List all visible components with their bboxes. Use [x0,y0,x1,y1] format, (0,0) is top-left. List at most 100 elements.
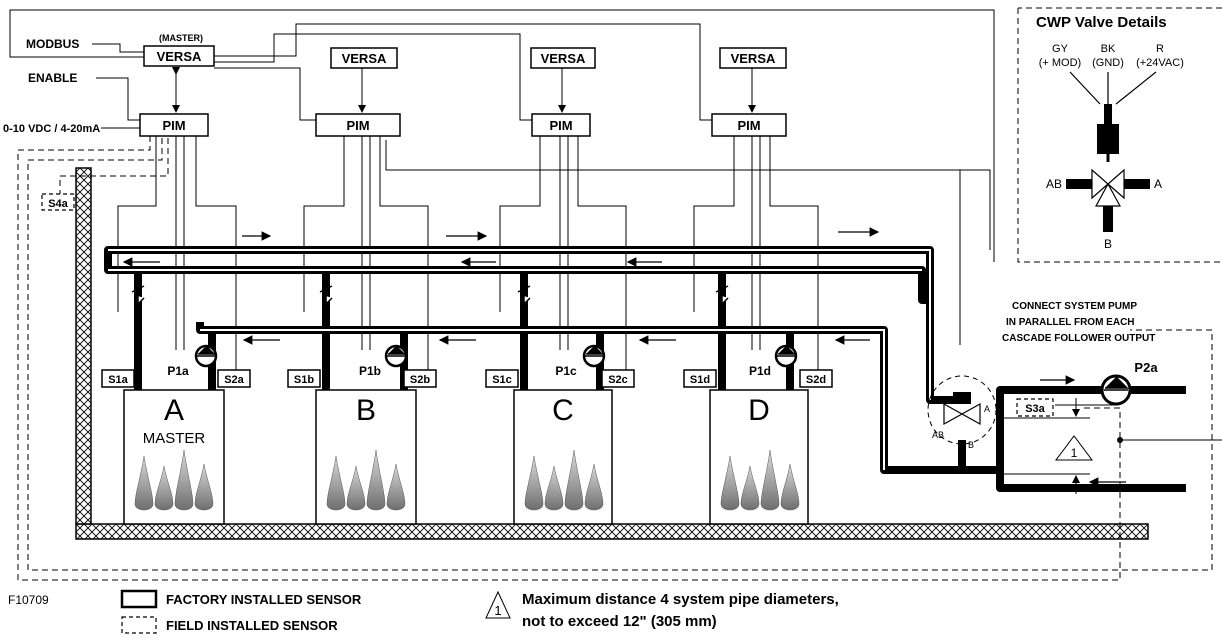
pim-d: PIM [711,113,787,137]
flame-icon [194,463,214,511]
flame-icon [366,449,386,511]
versa-b: VERSA [330,47,398,69]
wire-bk-desc: (GND) [1092,57,1124,69]
boiler-letter: B [356,394,376,427]
flame-icon [174,449,194,511]
flame-icon [134,455,154,511]
inset-port-b: B [1104,237,1112,251]
connect-note: CONNECT SYSTEM PUMP IN PARALLEL FROM EAC… [1002,301,1155,344]
boiler-letter: A [164,394,184,427]
check-valves [131,285,729,306]
valve-port-a: A [984,404,990,414]
sensor-s4a: S4a [41,193,75,211]
valve-details-inset: CWP Valve Details GY (+ MOD) BK (GND) R … [1017,7,1222,263]
flame-icon [740,465,760,511]
boiler-letter: C [552,394,574,427]
pump-p1c-icon [582,344,606,368]
inset-port-ab: AB [1046,177,1062,191]
pim-label: PIM [737,118,760,133]
sensor-s1b: S1b [294,374,314,386]
pim-label: PIM [549,118,572,133]
versa-d: VERSA [719,47,787,69]
signal-label: 0-10 VDC / 4-20mA [3,123,100,135]
legend-note-line2: not to exceed 12" (305 mm) [522,613,717,630]
valve-details-title: CWP Valve Details [1036,14,1167,31]
field-wiring [17,136,1213,581]
wire-r-desc: (+24VAC) [1136,57,1184,69]
system-pump-label: P2a [1134,360,1158,375]
sensor-s2b: S2b [410,374,430,386]
figure-id: F10709 [8,593,49,607]
flame-icon [544,465,564,511]
legend-note: 1 Maximum distance 4 system pipe diamete… [485,590,839,630]
control-wiring [9,9,1119,406]
enable-label: ENABLE [28,71,77,85]
note-marker-number: 1 [1071,446,1078,460]
legend-note-number: 1 [494,603,501,618]
primary-piping [104,246,1186,492]
dimension-marker: 1 [1000,398,1093,494]
pim-b: PIM [315,113,401,137]
flame-icon [564,449,584,511]
pim-a: PIM [139,113,209,137]
wire-r: R [1156,43,1164,55]
sensor-s2d: S2d [806,374,826,386]
boiler-b-sensors: S1b S2b P1b [287,364,437,388]
wall-hatch [75,167,92,525]
modbus-label: MODBUS [26,37,79,51]
legend-note-line1: Maximum distance 4 system pipe diameters… [522,591,839,608]
boiler-sub: MASTER [143,430,206,447]
versa-label: VERSA [342,51,387,66]
legend-field: FIELD INSTALLED SENSOR [121,616,338,634]
pump-p1d-icon [774,344,798,368]
pump-p1a-icon [194,344,218,368]
pump-p1b-label: P1b [359,364,381,378]
pim-c: PIM [531,113,591,137]
sensor-s3a-label: S3a [1025,403,1045,415]
burner-flames [134,449,800,511]
system-pump-p2a: P2a [1100,360,1158,406]
legend-factory: FACTORY INSTALLED SENSOR [120,589,362,609]
versa-label: VERSA [731,51,776,66]
sensor-s2c: S2c [608,374,628,386]
sensor-s1d: S1d [690,374,710,386]
legend-factory-text: FACTORY INSTALLED SENSOR [166,592,362,607]
flame-icon [326,455,346,511]
cwp-valve-system: A AB B [927,375,997,450]
flame-icon [524,455,544,511]
pump-p1c-label: P1c [555,364,577,378]
pump-p1b-icon [384,344,408,368]
valve-port-ab: AB [932,430,944,440]
legend-field-text: FIELD INSTALLED SENSOR [166,618,338,633]
sensor-s2a: S2a [224,374,244,386]
versa-label: VERSA [157,49,202,64]
master-tag: (MASTER) [159,33,203,43]
connect-note-line3: CASCADE FOLLOWER OUTPUT [1002,333,1155,344]
versa-label: VERSA [541,51,586,66]
boiler-c-sensors: S1c S2c P1c [485,364,635,388]
connect-note-line1: CONNECT SYSTEM PUMP [1012,301,1137,312]
flame-icon [760,449,780,511]
flame-icon [346,465,366,511]
flame-icon [720,455,740,511]
flow-arrows [122,227,1126,487]
wire-bk: BK [1101,43,1116,55]
boiler-pumps [194,344,798,368]
pipe-outline [108,249,931,470]
flame-icon [154,465,174,511]
pump-p1a-label: P1a [167,364,189,378]
flame-icon [780,463,800,511]
flame-icon [584,463,604,511]
sensor-s3a: S3a [1016,398,1054,417]
pim-label: PIM [346,118,369,133]
boiler-a-sensors: S1a S2a P1a [101,364,251,388]
floor-hatch [75,523,1149,540]
pump-p1d-label: P1d [749,364,771,378]
inset-port-a: A [1154,177,1162,191]
boiler-d-sensors: S1d S2d P1d [683,364,833,388]
pim-label: PIM [162,118,185,133]
sensor-s1a: S1a [108,374,128,386]
wire-gy: GY [1052,43,1069,55]
